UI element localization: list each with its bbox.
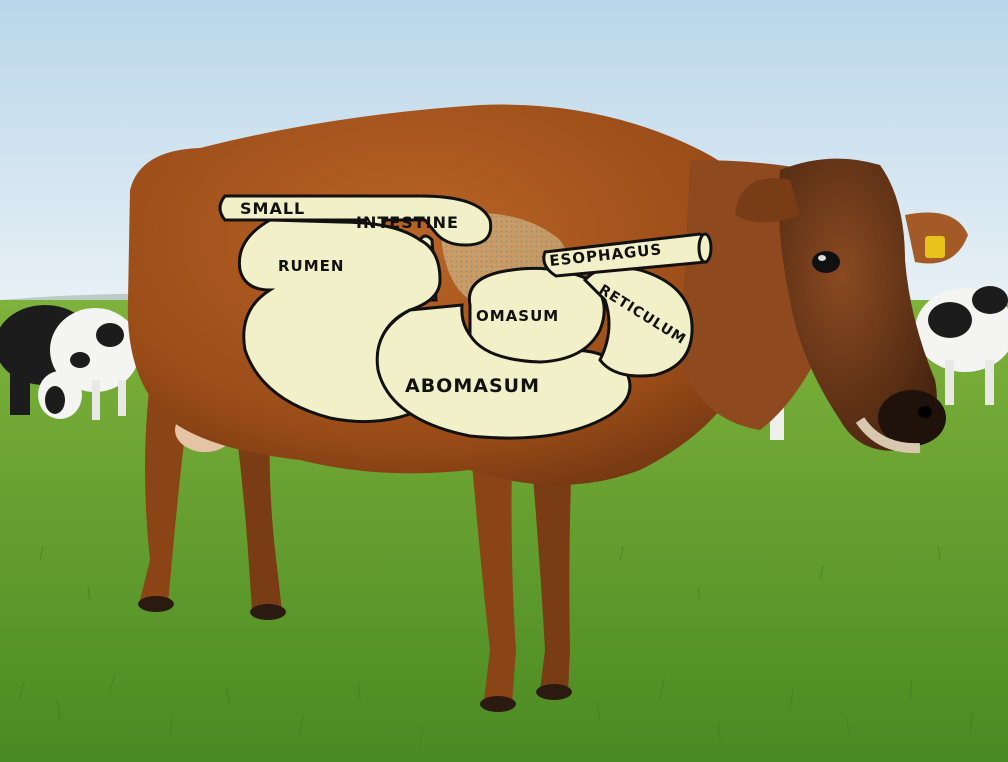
label-rumen: RUMEN bbox=[278, 257, 344, 275]
label-small: SMALL bbox=[240, 199, 305, 218]
label-intestine: INTESTINE bbox=[356, 213, 459, 232]
cow-muzzle bbox=[878, 390, 946, 446]
background-cow-left bbox=[0, 305, 140, 420]
label-abomasum: ABOMASUM bbox=[405, 375, 540, 397]
label-omasum: OMASUM bbox=[476, 307, 559, 325]
ear-tag bbox=[925, 236, 945, 258]
cow-eye bbox=[812, 251, 840, 273]
